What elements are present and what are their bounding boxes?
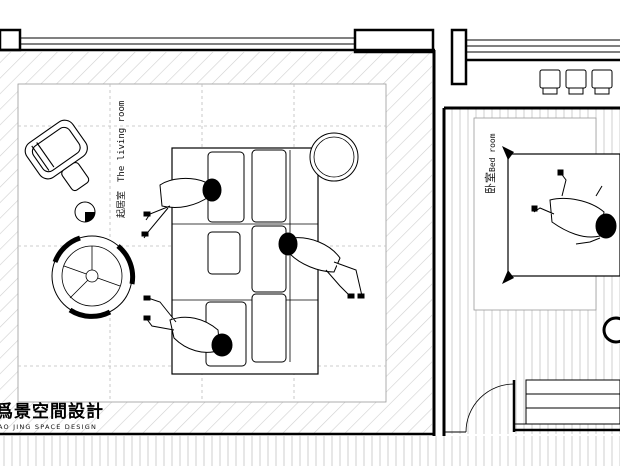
person-bed bbox=[531, 169, 617, 245]
living-room-label-cn: 起居室 bbox=[115, 191, 127, 218]
sofa-platform bbox=[171, 147, 319, 375]
studio-logo: 爲景空間設計 AO JING SPACE DESIGN bbox=[0, 401, 104, 431]
round-rug bbox=[309, 132, 359, 182]
person-bottom bbox=[143, 295, 233, 357]
living-room-label: 起居室 The living room bbox=[115, 101, 127, 218]
bedroom-door bbox=[444, 380, 516, 433]
logo-name-en: AO JING SPACE DESIGN bbox=[0, 423, 97, 431]
walls bbox=[0, 28, 620, 436]
bedroom-side-table bbox=[602, 316, 620, 344]
bedroom-label-en: Bed room bbox=[488, 133, 497, 172]
bedroom-chairs bbox=[539, 69, 613, 95]
wardrobe bbox=[525, 379, 620, 425]
side-table bbox=[74, 201, 96, 223]
living-room-label-en: The living room bbox=[117, 101, 127, 182]
lounge-armchair bbox=[24, 119, 90, 192]
person-middle bbox=[278, 232, 365, 299]
top-window bbox=[20, 37, 355, 51]
bedroom-label-cn: 卧室 bbox=[483, 172, 497, 194]
round-table bbox=[51, 235, 136, 319]
person-top bbox=[141, 177, 222, 239]
bottom-floor-strip bbox=[0, 436, 620, 466]
logo-name-cn: 爲景空間設計 bbox=[0, 401, 104, 422]
bedroom-label: 卧室 Bed room bbox=[483, 133, 497, 194]
right-window bbox=[466, 39, 620, 53]
